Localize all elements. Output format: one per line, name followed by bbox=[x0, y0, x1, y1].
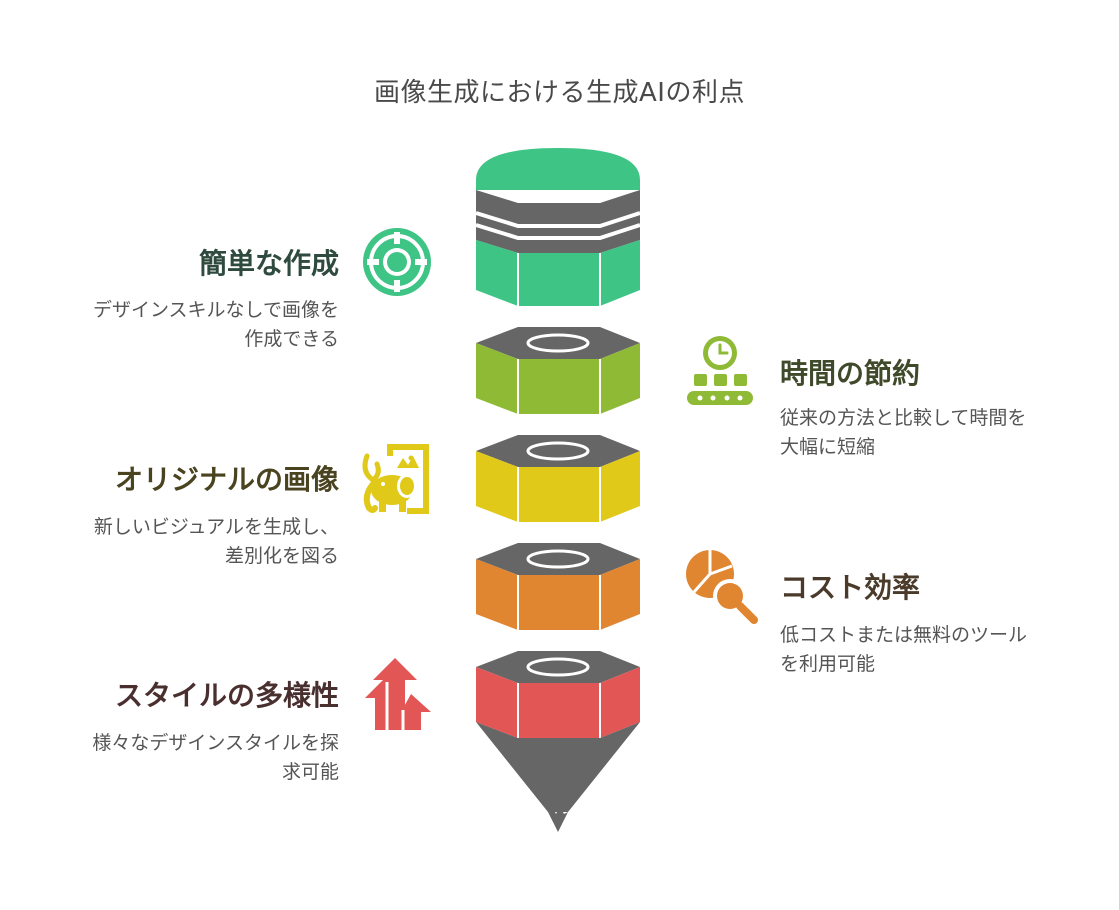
pencil-segment-red bbox=[476, 651, 640, 738]
page-title: 画像生成における生成AIの利点 bbox=[374, 78, 745, 108]
description-line: 求可能 bbox=[281, 761, 339, 783]
benefit-heading: コスト効率 bbox=[780, 571, 921, 604]
segment-top-face bbox=[476, 327, 640, 359]
segment-ring bbox=[526, 333, 590, 353]
pencil-eraser-segment bbox=[475, 148, 641, 306]
pencil-tip-cone bbox=[476, 722, 640, 812]
description-line: 新しいビジュアルを生成し、 bbox=[93, 516, 339, 538]
description-line: デザインスキルなしで画像を bbox=[92, 299, 339, 321]
benefit-heading: オリジナルの画像 bbox=[114, 463, 339, 496]
description-line: を利用可能 bbox=[780, 653, 876, 675]
benefit-description: 様々なデザインスタイルを探 求可能 bbox=[9, 729, 339, 787]
description-line: 大幅に短縮 bbox=[780, 436, 876, 458]
benefit-description: 低コストまたは無料のツール を利用可能 bbox=[780, 621, 1100, 679]
pencil-segment-yellow bbox=[476, 435, 640, 522]
segment-ring bbox=[526, 441, 590, 461]
eraser-band-stripe bbox=[475, 211, 641, 228]
pie-chart-magnifier-icon bbox=[686, 550, 758, 624]
eraser-top-dome bbox=[476, 148, 640, 190]
benefit-description: 新しいビジュアルを生成し、 差別化を図る bbox=[9, 513, 339, 571]
eraser-body-front bbox=[518, 253, 600, 306]
description-line: 差別化を図る bbox=[224, 545, 339, 567]
benefit-heading: 時間の節約 bbox=[780, 357, 921, 390]
eraser-band-stripe bbox=[475, 223, 641, 240]
description-line: 従来の方法と比較して時間を bbox=[780, 407, 1027, 429]
benefit-heading: 簡単な作成 bbox=[198, 247, 339, 280]
description-line: 様々なデザインスタイルを探 bbox=[92, 732, 339, 754]
elephant-artwork-icon bbox=[362, 444, 429, 514]
benefit-description: 従来の方法と比較して時間を 大幅に短縮 bbox=[780, 404, 1100, 462]
clock-conveyor-icon bbox=[687, 336, 753, 405]
pencil-segment-lime bbox=[476, 327, 640, 414]
pencil-segment-orange bbox=[476, 543, 640, 630]
branching-arrows-icon bbox=[365, 658, 431, 730]
benefit-heading: スタイルの多様性 bbox=[114, 679, 339, 712]
pencil-lead bbox=[548, 806, 568, 832]
eraser-body-left bbox=[476, 240, 518, 306]
eraser-body-right bbox=[600, 240, 640, 306]
description-line: 低コストまたは無料のツール bbox=[780, 624, 1028, 646]
segment-ring bbox=[526, 657, 590, 677]
benefit-description: デザインスキルなしで画像を 作成できる bbox=[9, 296, 339, 354]
description-line: 作成できる bbox=[244, 328, 339, 350]
pencil-tip bbox=[476, 722, 640, 832]
segment-ring bbox=[526, 549, 590, 569]
lifebuoy-icon bbox=[363, 228, 431, 296]
